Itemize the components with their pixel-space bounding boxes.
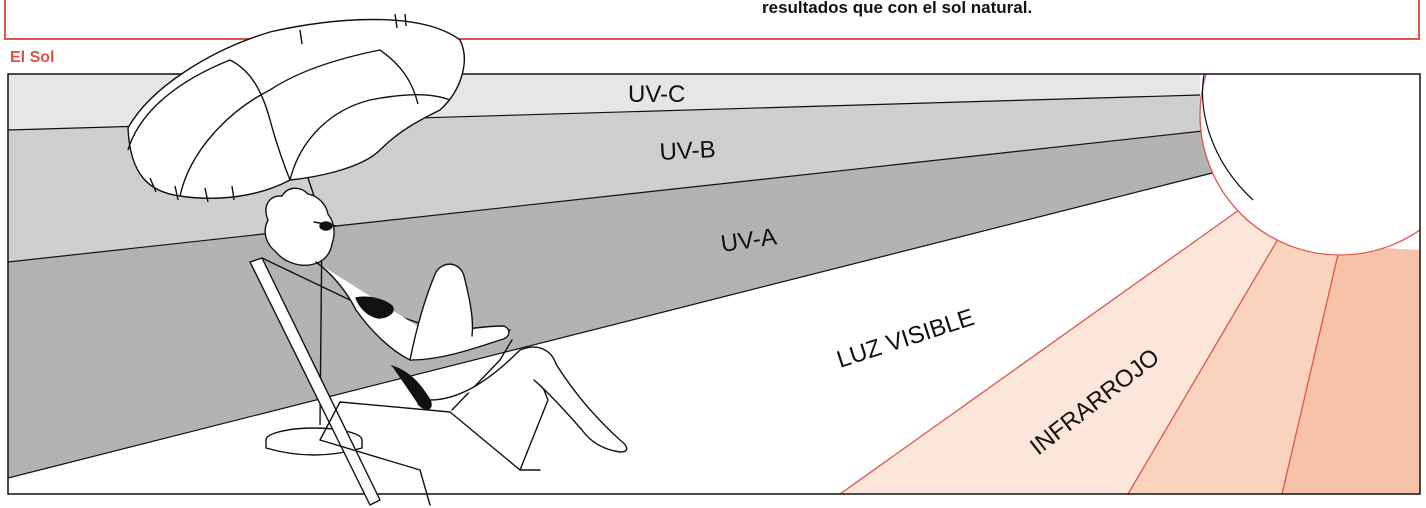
- intro-text: resultados que con el sol natural.: [762, 0, 1033, 17]
- visible-light-label: LUZ VISIBLE: [834, 304, 978, 374]
- infrared-ray-1: [840, 200, 1288, 494]
- sun-icon: [1199, 74, 1420, 256]
- infrared-ray-2: [1128, 222, 1340, 494]
- uvb-label: UV-B: [659, 136, 716, 166]
- intro-text-box: [4, 0, 1420, 40]
- infrared-ray-3: [1282, 246, 1420, 494]
- uvc-label: UV-C: [628, 81, 685, 108]
- section-title: El Sol: [10, 49, 55, 66]
- woman-in-deckchair-icon: [249, 187, 628, 506]
- scene-frame: [7, 73, 1421, 495]
